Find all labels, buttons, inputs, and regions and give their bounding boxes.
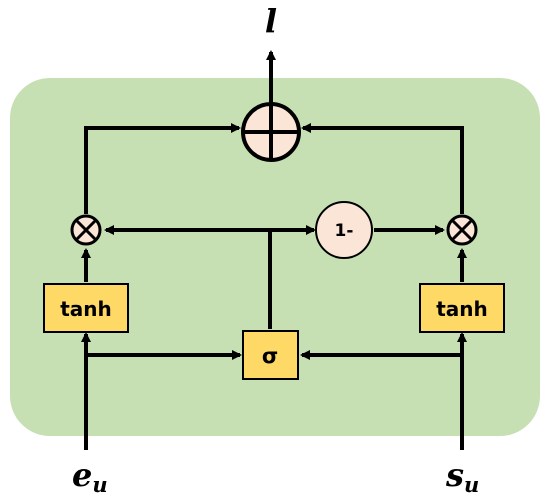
input-s-base: s — [445, 456, 464, 494]
tanh-right-box: tanh — [419, 283, 505, 333]
input-e-base: e — [72, 456, 92, 494]
tanh-left-box: tanh — [43, 283, 129, 333]
input-e-label: eu — [72, 456, 108, 497]
input-s-label: su — [445, 456, 479, 497]
connectors — [81, 50, 467, 450]
left-mult-to-sum-line — [84, 123, 241, 214]
input-e-sub: u — [92, 472, 107, 497]
circled-times-icon — [70, 214, 102, 246]
circled-times-icon — [446, 214, 478, 246]
gate-panel — [10, 78, 540, 436]
tanh-right-label: tanh — [436, 297, 488, 321]
one-minus-node: 1- — [315, 201, 373, 259]
circled-plus-icon — [241, 102, 301, 162]
tanh-left-label: tanh — [60, 297, 112, 321]
sigma-label: σ — [262, 344, 278, 368]
right-mult-to-sum-line — [301, 123, 464, 214]
one-minus-label: 1- — [335, 221, 354, 241]
input-s-sub: u — [464, 472, 479, 497]
output-label: l — [265, 2, 277, 40]
sigma-box: σ — [242, 330, 299, 380]
